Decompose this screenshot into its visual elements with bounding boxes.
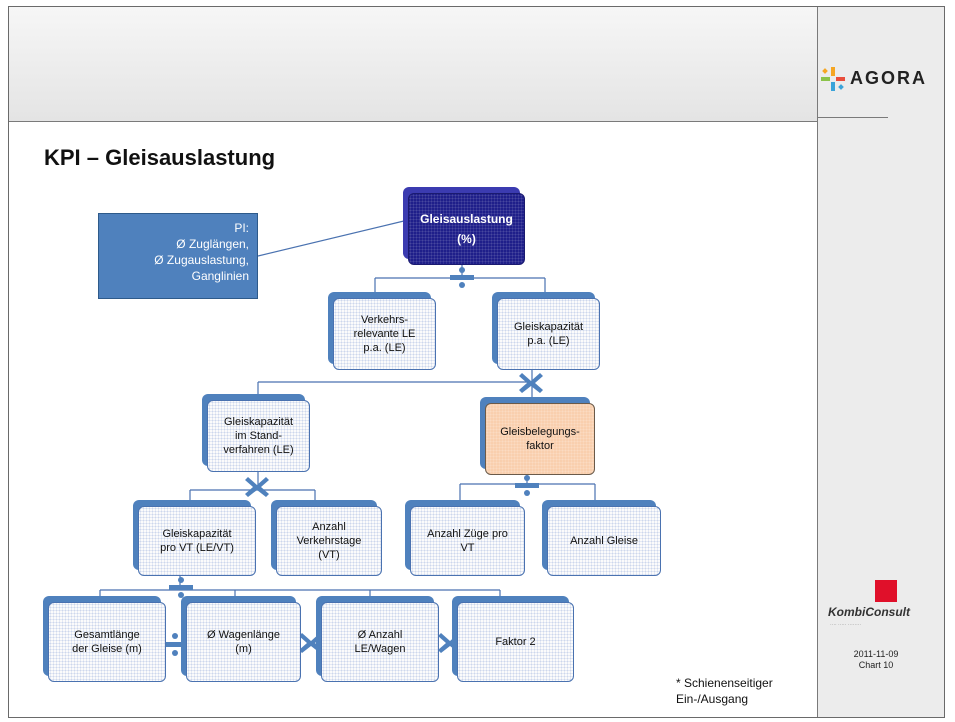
node-label: VT	[460, 542, 475, 554]
agora-logo-icon	[821, 67, 845, 91]
node-label: Ø Anzahl	[357, 629, 403, 641]
slide-chart-number: Chart 10	[858, 660, 894, 670]
node-label: Gleiskapazität	[513, 321, 584, 333]
slide-date: 2011-11-09	[853, 649, 899, 659]
node-gesamtlaenge-gleise: Gesamtlänge der Gleise (m)	[48, 602, 166, 682]
pi-line: Ø Zuglängen,	[176, 237, 249, 251]
divide-operator-icon	[165, 633, 185, 656]
node-label: (%)	[457, 232, 476, 246]
node-label: pro VT (LE/VT)	[160, 542, 234, 554]
node-faktor-2: Faktor 2	[457, 602, 574, 682]
multiply-operator-icon	[299, 633, 323, 653]
node-wagenlaenge: Ø Wagenlänge (m)	[186, 602, 301, 682]
node-label: der Gleise (m)	[72, 643, 142, 655]
node-label: Gesamtlänge	[74, 629, 140, 641]
logo-underline	[818, 117, 888, 118]
node-label: relevante LE	[353, 328, 416, 340]
node-label: faktor	[526, 440, 554, 452]
node-label: Anzahl Züge pro	[427, 528, 508, 540]
header-band	[9, 7, 817, 121]
node-gleisbelegungsfaktor: Gleisbelegungs- faktor	[485, 403, 595, 475]
node-label: im Stand-	[234, 430, 283, 442]
node-label: p.a. (LE)	[527, 335, 570, 347]
footnote-line: * Schienenseitiger	[676, 676, 773, 690]
divide-operator-icon	[169, 577, 193, 598]
kombiconsult-logo-mark	[875, 580, 897, 602]
pi-line: Ø Zugauslastung,	[154, 253, 249, 267]
header-divider	[9, 121, 817, 122]
multiply-operator-icon	[245, 477, 269, 497]
multiply-operator-icon	[438, 633, 462, 653]
divide-operator-icon	[515, 475, 539, 496]
slide-frame	[8, 6, 945, 718]
node-anzahl-verkehrstage: Anzahl Verkehrstage (VT)	[276, 506, 382, 576]
node-verkehrsrelevante-le: Verkehrs- relevante LE p.a. (LE)	[333, 298, 436, 370]
node-gleiskapazitaet-pa: Gleiskapazität p.a. (LE)	[497, 298, 600, 370]
node-label: LE/Wagen	[354, 643, 406, 655]
node-label: p.a. (LE)	[363, 342, 406, 354]
node-label: (VT)	[318, 549, 340, 561]
node-gleiskapazitaet-pro-vt: Gleiskapazität pro VT (LE/VT)	[138, 506, 256, 576]
node-label: Verkehrs-	[360, 314, 409, 326]
pi-line: Ganglinien	[191, 269, 249, 283]
kombiconsult-logo-text: KombiConsult	[828, 605, 910, 619]
node-label: verfahren (LE)	[223, 444, 294, 456]
node-gleiskapazitaet-standverfahren: Gleiskapazität im Stand- verfahren (LE)	[207, 400, 310, 472]
multiply-operator-icon	[519, 373, 543, 393]
kombiconsult-tagline: ···· ····· ········	[830, 622, 862, 628]
page-title: KPI – Gleisauslastung	[44, 145, 276, 170]
node-label: Gleisbelegungs-	[500, 426, 580, 438]
node-label: (m)	[235, 643, 252, 655]
node-anzahl-zuege-pro-vt: Anzahl Züge pro VT	[410, 506, 525, 576]
node-label: Gleiskapazität	[162, 528, 232, 540]
footnote: * Schienenseitiger Ein-/Ausgang	[676, 675, 773, 707]
node-label: Verkehrstage	[296, 535, 362, 547]
node-label: Gleiskapazität	[223, 416, 294, 428]
node-anzahl-le-wagen: Ø Anzahl LE/Wagen	[321, 602, 439, 682]
node-anzahl-gleise: Anzahl Gleise	[547, 506, 661, 576]
sidebar-divider	[817, 7, 818, 717]
agora-logo-text: AGORA	[850, 68, 927, 88]
footnote-line: Ein-/Ausgang	[676, 692, 749, 706]
node-label: Anzahl Gleise	[570, 535, 638, 547]
pi-info-box: PI: Ø Zuglängen, Ø Zugauslastung, Gangli…	[98, 213, 258, 299]
pi-line: PI:	[234, 221, 249, 235]
node-label: Anzahl	[312, 521, 346, 533]
node-label: Faktor 2	[495, 636, 536, 648]
node-gleisauslastung: Gleisauslastung (%)	[408, 193, 525, 265]
divide-operator-icon	[450, 267, 474, 288]
node-label: Gleisauslastung	[420, 212, 513, 226]
slide-date-info: 2011-11-09 Chart 10	[838, 649, 914, 671]
node-label: Ø Wagenlänge	[207, 629, 280, 641]
